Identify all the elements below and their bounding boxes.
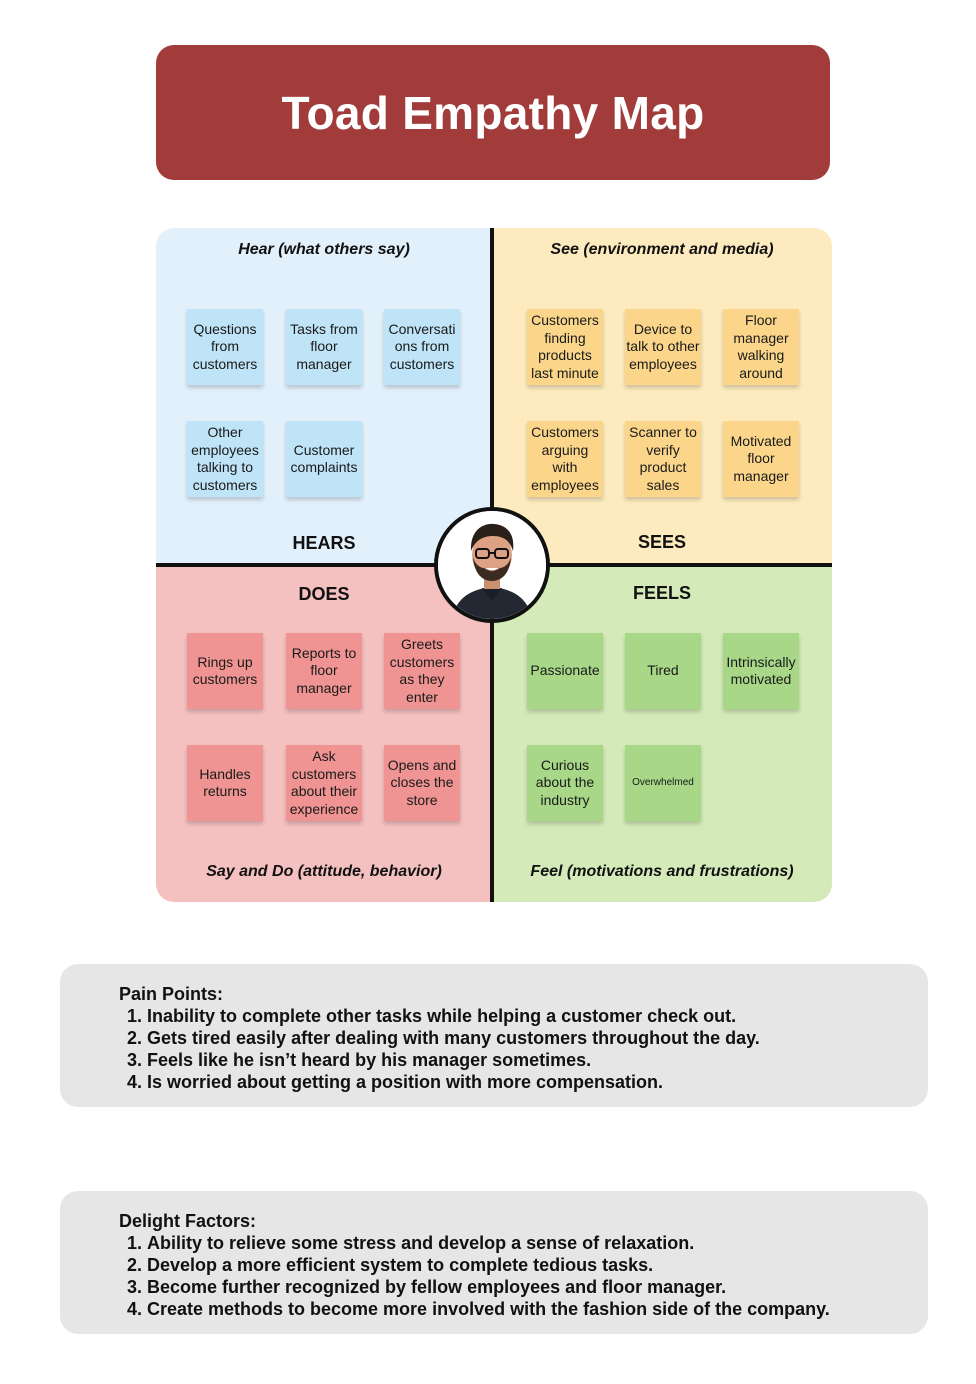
hear-prompt: Hear (what others say) [156, 241, 492, 259]
title-banner: Toad Empathy Map [156, 45, 830, 180]
list-item: Develop a more efficient system to compl… [147, 1254, 928, 1276]
do-prompt: Say and Do (attitude, behavior) [156, 863, 492, 881]
avatar [434, 507, 550, 623]
sticky-note: Curious about the industry [527, 745, 603, 821]
sticky-note: Motivated floor manager [723, 421, 799, 497]
pain-points-panel: Pain Points: Inability to complete other… [60, 964, 928, 1107]
sticky-note: Customers arguing with employees [527, 421, 603, 497]
quadrant-feels [492, 565, 832, 902]
list-item: Inability to complete other tasks while … [147, 1005, 928, 1027]
sticky-note: Greets customers as they enter [384, 633, 460, 709]
sticky-note: Passionate [527, 633, 603, 709]
sticky-note: Handles returns [187, 745, 263, 821]
see-prompt: See (environment and media) [492, 241, 832, 259]
list-item: Is worried about getting a position with… [147, 1071, 928, 1093]
sticky-note: Overwhelmed [625, 745, 701, 821]
list-item: Become further recognized by fellow empl… [147, 1276, 928, 1298]
list-item: Create methods to become more involved w… [147, 1298, 928, 1320]
sticky-note: Ask customers about their experience [286, 745, 362, 821]
delight-factors-list: Ability to relieve some stress and devel… [119, 1232, 928, 1320]
list-item: Feels like he isn’t heard by his manager… [147, 1049, 928, 1071]
page-title: Toad Empathy Map [281, 86, 704, 140]
delight-factors-heading: Delight Factors: [119, 1210, 928, 1232]
list-item: Gets tired easily after dealing with man… [147, 1027, 928, 1049]
sticky-note: Customer complaints [286, 421, 362, 497]
quadrant-sees [492, 228, 832, 565]
sticky-note: Reports to floor manager [286, 633, 362, 709]
quadrant-does [156, 565, 492, 902]
sticky-note: Customers finding products last minute [527, 309, 603, 385]
sticky-note: Floor manager walking around [723, 309, 799, 385]
quadrant-hears [156, 228, 492, 565]
pain-points-heading: Pain Points: [119, 983, 928, 1005]
list-item: Ability to relieve some stress and devel… [147, 1232, 928, 1254]
sticky-note: Questions from customers [187, 309, 263, 385]
sticky-note: Intrinsically motivated [723, 633, 799, 709]
sticky-note: Tasks from floor manager [286, 309, 362, 385]
sticky-note: Conversati ons from customers [384, 309, 460, 385]
feel-prompt: Feel (motivations and frustrations) [492, 863, 832, 881]
user-portrait-icon [438, 511, 546, 619]
sticky-note: Other employees talking to customers [187, 421, 263, 497]
delight-factors-panel: Delight Factors: Ability to relieve some… [60, 1191, 928, 1334]
sticky-note: Scanner to verify product sales [625, 421, 701, 497]
pain-points-list: Inability to complete other tasks while … [119, 1005, 928, 1093]
sticky-note: Rings up customers [187, 633, 263, 709]
sticky-note: Tired [625, 633, 701, 709]
sticky-note: Device to talk to other employees [625, 309, 701, 385]
sticky-note: Opens and closes the store [384, 745, 460, 821]
